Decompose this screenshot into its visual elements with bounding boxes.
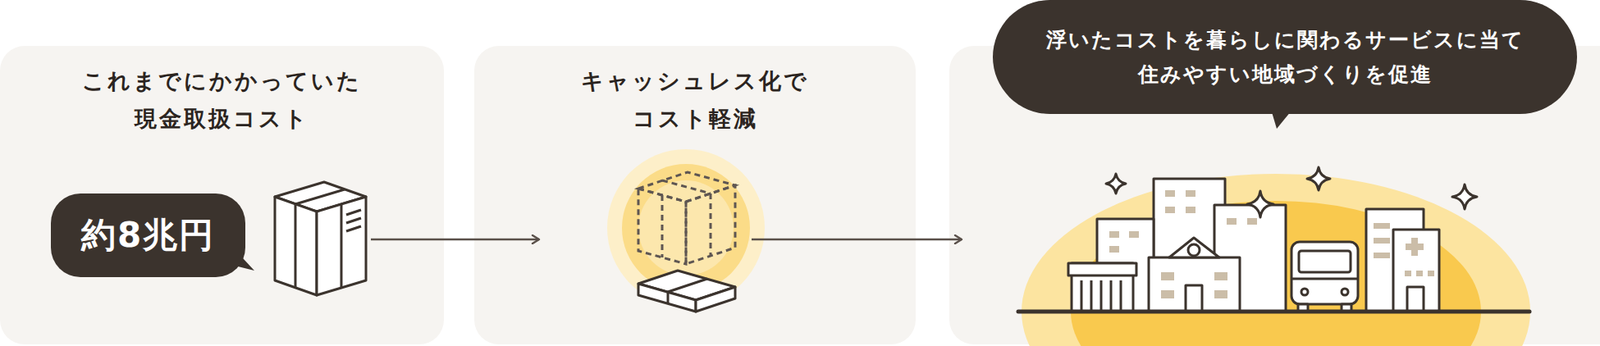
window	[1165, 206, 1175, 214]
server-icon	[274, 196, 317, 296]
speech-bubble: 浮いたコストを暮らしに関わるサービスに当て 住みやすい地域づくりを促進	[992, 0, 1578, 115]
sparkle	[1106, 173, 1126, 194]
panel-heading: これまでにかかっていた 現金取扱コスト	[82, 62, 363, 138]
dashed-cube	[638, 172, 736, 265]
shop-columns	[1080, 280, 1084, 311]
server-icon	[316, 196, 366, 296]
city	[1341, 288, 1349, 296]
window	[1214, 290, 1228, 299]
cash-bundle	[667, 278, 708, 293]
window	[1161, 272, 1175, 281]
hospital-cross	[1405, 243, 1424, 251]
window	[1427, 270, 1435, 277]
shop-columns	[1090, 280, 1093, 311]
sparkle	[1307, 167, 1331, 191]
shop-columns	[1100, 280, 1103, 311]
sun-glow	[1021, 173, 1531, 346]
cash-bundle	[638, 283, 696, 312]
panel-ground	[474, 45, 916, 345]
city	[1185, 285, 1203, 312]
window	[1185, 190, 1196, 197]
community-panel: 浮いたコストを暮らしに関わるサービスに当て 住みやすい地域づくりを促進	[949, 45, 1600, 345]
server-icon	[346, 226, 362, 232]
flow-arrow	[370, 238, 540, 242]
window	[1247, 218, 1258, 225]
sparkle	[1106, 167, 1477, 218]
city	[1068, 263, 1137, 276]
callout-text: 浮いたコストを暮らしに関わるサービスに当て 住みやすい地域づくりを促進	[1038, 22, 1532, 92]
flow-arrow	[751, 238, 962, 242]
ground-line	[1018, 310, 1530, 315]
shop-columns	[1081, 280, 1121, 311]
cash-bundle	[638, 270, 736, 312]
city	[1393, 229, 1440, 312]
dashed-cube	[638, 172, 736, 202]
city	[1298, 251, 1351, 273]
panel-heading: キャッシュレス化で コスト軽減	[579, 62, 811, 138]
window	[1404, 270, 1412, 277]
server-icon	[346, 210, 362, 215]
server-icon	[294, 204, 298, 288]
panel-ground	[0, 45, 444, 345]
city	[1291, 278, 1358, 281]
city	[1301, 288, 1308, 296]
window	[1129, 231, 1139, 238]
window	[1373, 252, 1390, 259]
dashed-cube	[638, 188, 686, 265]
sparkle	[1452, 184, 1477, 210]
window	[1373, 223, 1390, 229]
window	[1109, 231, 1120, 238]
glow	[607, 149, 765, 307]
hospital-cross	[1405, 237, 1424, 256]
amount-callout: 約8兆円	[50, 193, 246, 278]
dashed-cube	[685, 185, 736, 265]
shop-columns	[1110, 280, 1113, 311]
window	[1109, 246, 1120, 253]
dashed-cube	[709, 193, 713, 256]
city	[1169, 237, 1220, 258]
shop-columns	[1120, 280, 1123, 311]
cashless-panel: キャッシュレス化で コスト軽減	[474, 45, 916, 345]
city	[1068, 178, 1440, 312]
server-icon	[274, 182, 366, 296]
city	[1407, 287, 1424, 312]
callout-text: 約8兆円	[81, 214, 215, 256]
sun-glow	[1021, 173, 1531, 346]
window	[1214, 272, 1228, 281]
window	[1416, 270, 1423, 277]
ground-line	[1018, 310, 1530, 315]
window	[1109, 190, 1435, 299]
dashed-cube	[661, 195, 664, 258]
glow	[607, 149, 765, 307]
window	[1165, 190, 1175, 197]
sparkle	[1247, 191, 1274, 218]
window	[1373, 237, 1390, 244]
window	[1226, 218, 1237, 225]
window	[1161, 290, 1175, 299]
cash-bundle	[695, 287, 736, 312]
server-icon	[346, 218, 362, 224]
server-icon	[295, 189, 345, 205]
city	[1188, 244, 1200, 256]
city	[1291, 242, 1358, 305]
server-icon	[340, 204, 343, 288]
cash-bundle	[667, 292, 670, 304]
window	[1185, 206, 1196, 214]
cost-panel: これまでにかかっていた 現金取扱コスト約8兆円	[0, 45, 444, 345]
city	[1148, 257, 1240, 312]
dashed-cube	[662, 180, 711, 194]
